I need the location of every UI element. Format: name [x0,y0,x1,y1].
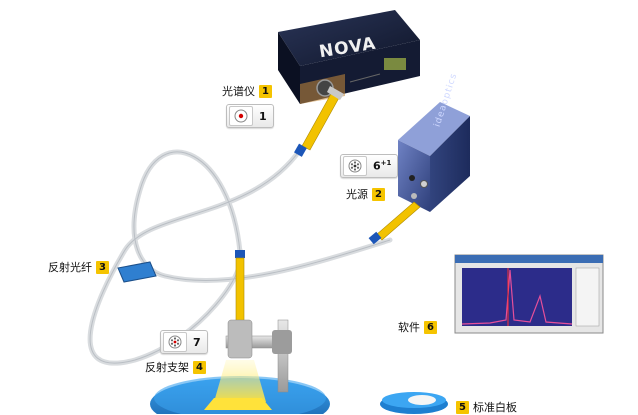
badge-value-sup: +1 [380,159,392,168]
badge-value: 7 [193,335,201,349]
label-software: 软件 6 [398,319,437,335]
software-screenshot [454,254,604,334]
label-reflection-fiber: 反射光纤 3 [48,259,109,275]
seven-core-fiber-icon [343,156,367,176]
label-number: 4 [193,360,206,374]
label-text: 反射支架 [145,361,189,374]
label-number: 6 [424,320,437,334]
badge-value: 6+1 [369,159,397,173]
label-text: 反射光纤 [48,261,92,274]
single-core-fiber-icon [229,106,253,126]
seven-core-fiber-icon [163,332,187,352]
label-text: 软件 [398,321,420,334]
spectrometer-fiber-connector [294,86,344,157]
badge-value: 1 [259,109,267,123]
fiber-splitter [117,261,157,283]
light-source-device [398,102,470,212]
badge-spectrometer-port: 1 [226,104,274,128]
label-text: 标准白板 [473,401,517,414]
label-number: 5 [456,400,469,414]
label-number: 3 [96,260,109,274]
label-number: 2 [372,187,385,201]
badge-light-source-port: 6+1 [340,154,399,178]
label-text: 光源 [346,188,368,201]
white-standard-puck [380,392,448,414]
label-white-standard: 5 标准白板 [456,399,517,415]
label-light-source: 光源 2 [346,186,385,202]
reflection-holder [150,319,330,414]
badge-holder-port: 7 [160,330,208,354]
label-number: 1 [259,84,272,98]
badge-value-main: 6 [373,159,381,173]
label-reflection-holder: 反射支架 4 [145,359,206,375]
spectrometer-device [278,10,420,104]
holder-fiber-connector [235,250,245,323]
label-spectrometer: 光谱仪 1 [222,83,272,99]
label-text: 光谱仪 [222,85,255,98]
light-source-fiber-connector [368,201,421,245]
